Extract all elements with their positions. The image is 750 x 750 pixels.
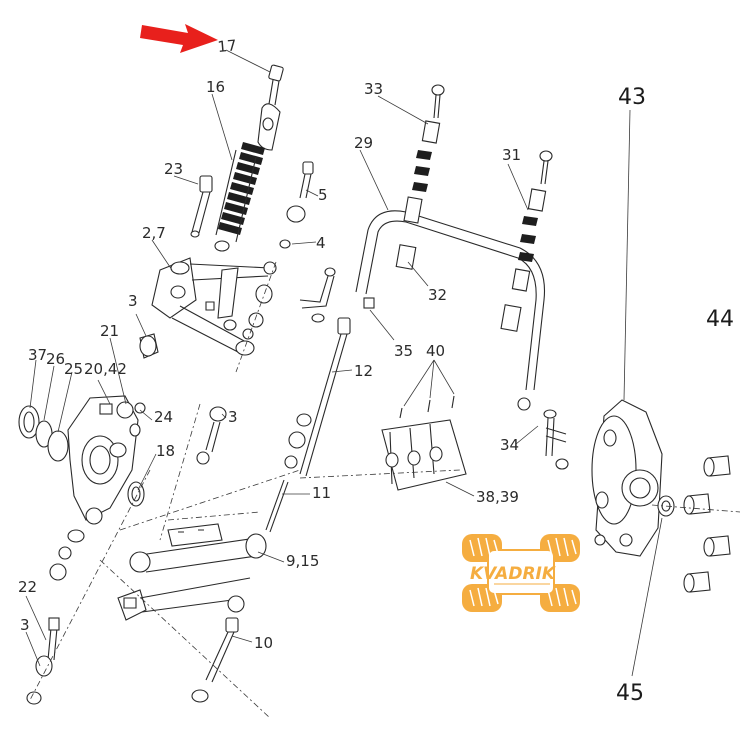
skid-plate-38-39 bbox=[381, 395, 467, 491]
steering-knuckle bbox=[18, 395, 146, 525]
stabilizer-bar bbox=[355, 210, 546, 391]
label-44: 44 bbox=[706, 307, 734, 332]
label-24: 24 bbox=[154, 408, 173, 426]
label-40: 40 bbox=[426, 342, 445, 360]
label-18: 18 bbox=[156, 442, 175, 460]
label-3-top: 3 bbox=[128, 292, 138, 310]
callout-labels: 17 16 23 5 4 2,7 3 21 37 26 25 20,42 24 … bbox=[18, 36, 734, 706]
link-34 bbox=[517, 397, 569, 470]
label-9-15: 9,15 bbox=[286, 552, 319, 570]
bolt-11 bbox=[265, 479, 289, 533]
lower-a-arm bbox=[117, 523, 267, 621]
shock-absorber bbox=[214, 64, 284, 252]
upper-a-arm bbox=[151, 257, 277, 373]
label-45: 45 bbox=[616, 681, 644, 706]
label-20-42: 20,42 bbox=[84, 360, 127, 378]
logo-text: KVADRIK bbox=[470, 564, 557, 584]
bolt-12 bbox=[284, 317, 351, 477]
kvadrik-logo: KVADRIK bbox=[462, 534, 580, 612]
bolt-10 bbox=[191, 617, 239, 703]
clamp-33 bbox=[403, 84, 445, 224]
label-3-bottom: 3 bbox=[20, 616, 30, 634]
leader-lines bbox=[25, 49, 663, 677]
label-2-7: 2,7 bbox=[142, 224, 166, 242]
label-29: 29 bbox=[354, 134, 373, 152]
hardware-lower-left bbox=[26, 529, 85, 705]
bolt-23 bbox=[190, 175, 213, 238]
label-37: 37 bbox=[28, 346, 47, 364]
clamp-31 bbox=[511, 150, 553, 292]
label-17: 17 bbox=[217, 36, 238, 56]
label-33: 33 bbox=[364, 80, 383, 98]
label-16: 16 bbox=[206, 78, 225, 96]
label-43: 43 bbox=[618, 85, 646, 110]
label-22: 22 bbox=[18, 578, 37, 596]
assembly-centerlines bbox=[29, 403, 741, 719]
link-35 bbox=[299, 267, 375, 323]
label-4: 4 bbox=[316, 234, 326, 252]
label-3-mid: 3 bbox=[228, 408, 238, 426]
label-12: 12 bbox=[354, 362, 373, 380]
label-34: 34 bbox=[500, 436, 519, 454]
label-10: 10 bbox=[254, 634, 273, 652]
label-35: 35 bbox=[394, 342, 413, 360]
bolt-3-mid bbox=[196, 406, 227, 465]
label-23: 23 bbox=[164, 160, 183, 178]
bushing-3-top bbox=[139, 333, 159, 359]
label-32: 32 bbox=[428, 286, 447, 304]
red-arrow-icon bbox=[140, 24, 218, 53]
label-21: 21 bbox=[100, 322, 119, 340]
wheel-hub bbox=[591, 399, 663, 557]
label-5: 5 bbox=[318, 186, 328, 204]
bolt-5 bbox=[279, 161, 314, 249]
label-26: 26 bbox=[46, 350, 65, 368]
label-25: 25 bbox=[64, 360, 83, 378]
label-38-39: 38,39 bbox=[476, 488, 519, 506]
label-31: 31 bbox=[502, 146, 521, 164]
label-11: 11 bbox=[312, 484, 331, 502]
wheel-studs-44 bbox=[683, 455, 731, 593]
